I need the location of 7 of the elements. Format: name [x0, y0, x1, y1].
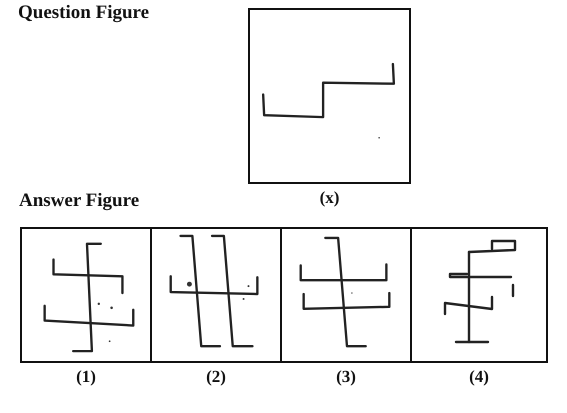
figure-number: (x)	[318, 189, 340, 206]
figure-number: (3)	[335, 368, 357, 385]
figure-number: (4)	[468, 368, 490, 385]
figure-number: (2)	[205, 368, 227, 385]
figure-heading: Answer Figure	[19, 191, 140, 210]
figure-heading: Question Figure	[18, 3, 150, 22]
figure-number: (1)	[75, 368, 97, 385]
